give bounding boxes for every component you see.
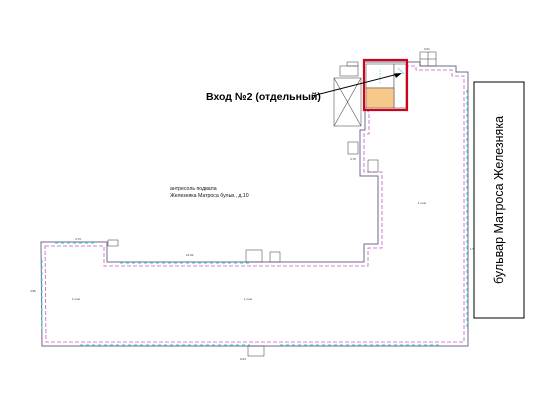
niche-mid-2 bbox=[269, 251, 281, 263]
entrance-room-c bbox=[365, 87, 395, 109]
niche-right-step bbox=[367, 159, 379, 173]
plan-note-line-1: антресоль подвала bbox=[170, 186, 217, 192]
niche-left bbox=[107, 239, 119, 247]
stair-small-box bbox=[346, 61, 359, 67]
building-inner-outline bbox=[44, 65, 465, 343]
dimension-bottom: 6.04 bbox=[240, 357, 246, 361]
dimension-mid: 14.92 bbox=[186, 253, 194, 257]
stair-landing bbox=[339, 65, 359, 77]
dimension-top-right: 3.61 bbox=[424, 47, 430, 51]
entrance-cyan-mark-2 bbox=[397, 67, 405, 75]
niche-mid bbox=[245, 249, 263, 263]
entrance-room-b bbox=[393, 63, 407, 109]
dimension-right-long: 1.56 bbox=[470, 247, 476, 251]
entrance-arrow-line bbox=[311, 73, 399, 97]
street-box bbox=[473, 81, 525, 319]
room-label-right: 1 пом bbox=[418, 201, 426, 205]
dimension-left: 4.95 bbox=[30, 289, 36, 293]
dimension-top-left: 4.73 bbox=[75, 237, 81, 241]
room-label-left: 1 пом bbox=[72, 297, 80, 301]
entrance-arrow-head bbox=[394, 73, 402, 78]
stair-block bbox=[333, 77, 362, 127]
plan-note-line-2: Железняка Матроса бульв., д.10 bbox=[170, 193, 249, 199]
entrance-label: Вход №2 (отдельный) bbox=[206, 91, 321, 103]
stair-cross-2 bbox=[333, 77, 362, 127]
room-label-center: 1 пом bbox=[244, 297, 252, 301]
niche-right-top bbox=[347, 141, 359, 155]
entrance-highlight-frame bbox=[362, 58, 409, 112]
dimension-step: 4.76 bbox=[350, 157, 356, 161]
street-name: бульвар Матроса Железняка bbox=[492, 116, 506, 284]
niche-bottom bbox=[247, 345, 265, 357]
